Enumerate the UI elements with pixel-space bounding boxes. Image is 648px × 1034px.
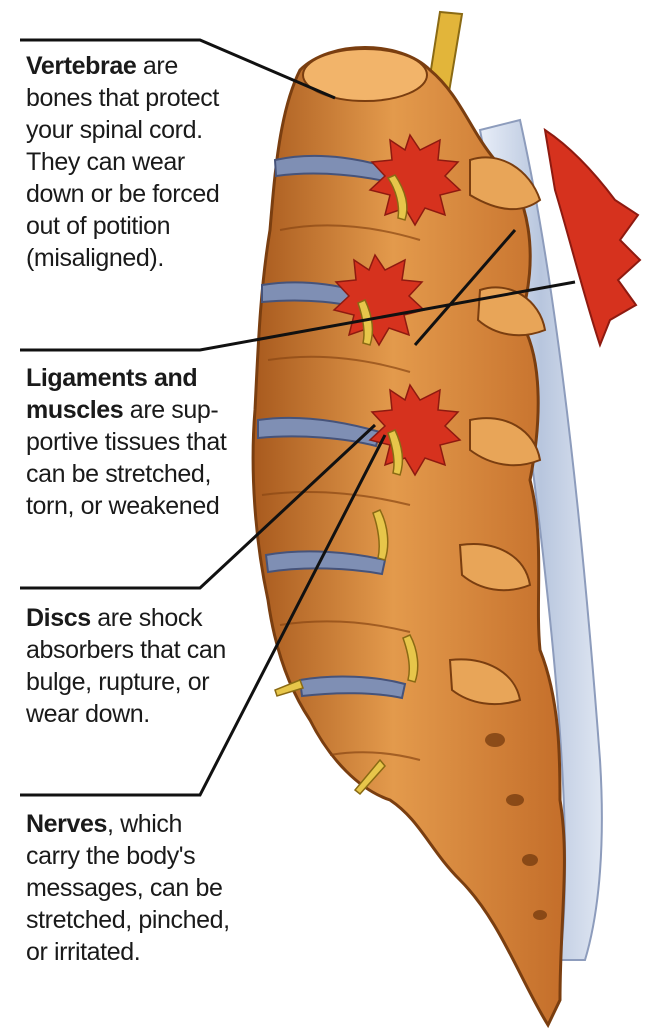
callout-vertebrae: Vertebrae are bones that protect your sp… (26, 50, 241, 274)
callout-discs: Discs are shock absorbers that can bulge… (26, 602, 241, 730)
callout-text: are bones that protect your spinal cord.… (26, 52, 219, 272)
callout-term: Nerves (26, 810, 107, 838)
callout-nerves: Nerves, which carry the body's messages,… (26, 808, 241, 968)
callout-term: Discs (26, 604, 91, 632)
muscle-fibers (545, 130, 640, 345)
callout-term: Vertebrae (26, 52, 136, 80)
callout-ligaments-muscles: Ligaments and muscles are sup-portive ti… (26, 362, 241, 522)
